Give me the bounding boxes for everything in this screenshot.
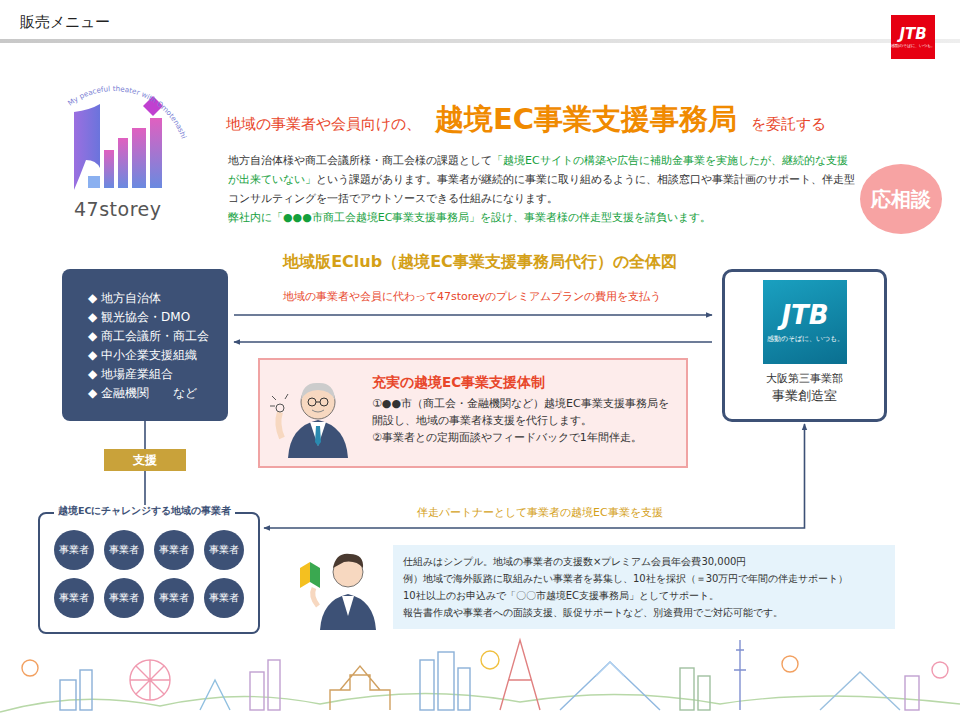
node-text: 感動のそばに、いつも。	[891, 43, 935, 49]
node-text: 感動のそばに、いつも。	[767, 334, 844, 344]
node-text: 事業者	[209, 544, 239, 557]
business-circle: 事業者	[104, 578, 144, 618]
svg-text:My peaceful theater with Omote: My peaceful theater with Omotenashi	[66, 84, 189, 140]
node-text: ◆ 地方自治体	[88, 289, 218, 308]
node-text: 越境ECにチャレンジする地域の事業者	[54, 505, 235, 518]
headline-main: 越境EC事業支援事務局	[435, 100, 737, 140]
node-text: ①●●市（商工会・金融機関など）越境EC事業支援事務局を開設し、地域の事業者様支…	[372, 395, 676, 429]
highlight-text: 弊社内に「●●●市商工会越境EC事業支援事務局」を設け、事業者様の伴走型支援を請…	[228, 208, 856, 227]
headline-lead: 地域の事業者や会員向けの、	[226, 115, 421, 134]
node-text: ◆ 中小企業支援組織	[88, 346, 218, 365]
support-tag: 支援	[104, 449, 186, 471]
business-circle: 事業者	[204, 578, 244, 618]
body-text: という課題があります。事業者が継続的に事業に取り組めるように、相談窓口や事業計画…	[228, 173, 855, 205]
skyline-illustration	[0, 640, 960, 712]
jtb-logo: JTB感動のそばに、いつも。	[891, 15, 935, 59]
business-circle: 事業者	[204, 530, 244, 570]
business-circle: 事業者	[54, 530, 94, 570]
node-text: 支援	[133, 452, 157, 469]
header-rule	[0, 39, 960, 43]
node-text: 仕組みはシンプル。地域の事業者の支援数×プレミアム会員年会費30,000円	[403, 553, 885, 570]
jtb-logo: JTB 感動のそばに、いつも。	[763, 280, 847, 364]
connector-arrow	[144, 421, 146, 449]
node-text: 事業者	[109, 592, 139, 605]
headline-tail: を委託する	[751, 115, 826, 134]
node-text: 10社以上のお申込みで「〇〇市越境EC支援事務局」としてサポート。	[403, 587, 885, 604]
node-text: ◆ 地場産業組合	[88, 365, 218, 384]
node-text: ◆ 観光協会・DMO	[88, 308, 218, 327]
business-group-box: 越境ECにチャレンジする地域の事業者事業者事業者事業者事業者事業者事業者事業者事…	[38, 512, 260, 634]
pricing-note: 仕組みはシンプル。地域の事業者の支援数×プレミアム会員年会費30,000円例）地…	[393, 545, 895, 629]
advisor-illustration	[268, 368, 364, 458]
business-circle: 事業者	[54, 578, 94, 618]
node-text: 充実の越境EC事業支援体制	[372, 372, 676, 392]
node-text: JTB	[899, 25, 926, 43]
node-text: 事業者	[59, 544, 89, 557]
node-text: ◆ 金融機関 など	[88, 384, 218, 403]
node-text: 応相談	[871, 186, 931, 213]
node-text: 事業者	[109, 544, 139, 557]
business-circle: 事業者	[154, 578, 194, 618]
edge-label: 伴走パートナーとして事業者の越境EC事業を支援	[414, 505, 666, 520]
business-circle: 事業者	[154, 530, 194, 570]
node-text: ②事業者との定期面談やフィードバックで1年間伴走。	[372, 429, 676, 446]
node-text: 事業者	[209, 592, 239, 605]
node-text: 例）地域で海外販路に取組みたい事業者を募集し、10社を採択（＝30万円で年間の伴…	[403, 570, 885, 587]
headline: 地域の事業者や会員向けの、越境EC事業支援事務局を委託する	[226, 100, 826, 140]
node-text: 事業創造室	[772, 387, 837, 405]
connector-arrow	[234, 341, 712, 343]
node-text: ◆ 商工会議所・商工会	[88, 327, 218, 346]
node-text: 大阪第三事業部	[766, 371, 843, 387]
jtb-office-box: 大阪第三事業部事業創造室 JTB 感動のそばに、いつも。	[722, 269, 887, 422]
node-text: 報告書作成や事業者への面談支援、販促サポートなど、別途費用でご対応可能です。	[403, 604, 885, 621]
body-text: 地方自治体様や商工会議所様・商工会様の課題として	[228, 154, 492, 167]
client-box: ◆ 地方自治体◆ 観光協会・DMO◆ 商工会議所・商工会◆ 中小企業支援組織◆ …	[62, 269, 228, 421]
node-text: 事業者	[159, 592, 189, 605]
business-circle: 事業者	[104, 530, 144, 570]
connector-arrow	[234, 314, 712, 316]
page-title: 販売メニュー	[20, 13, 110, 32]
logo-wordmark: 47storey	[74, 198, 161, 220]
node-text: 事業者	[159, 544, 189, 557]
consult-badge: 応相談	[860, 164, 942, 234]
guide-person	[300, 554, 376, 630]
logo-tagline: My peaceful theater with Omotenashi	[66, 84, 189, 140]
node-text: 事業者	[59, 592, 89, 605]
node-text: JTB	[781, 300, 828, 330]
intro-paragraph: 地方自治体様や商工会議所様・商工会様の課題として「越境ECサイトの構築や広告に補…	[228, 151, 856, 227]
storey-logo: My peaceful theater with Omotenashi	[66, 84, 189, 196]
edge-label: 地域の事業者や会員に代わって47storeyのプレミアムプランの費用を支払う	[280, 289, 664, 304]
support-system-box: 充実の越境EC事業支援体制 ①●●市（商工会・金融機関など）越境EC事業支援事務局…	[258, 358, 688, 468]
